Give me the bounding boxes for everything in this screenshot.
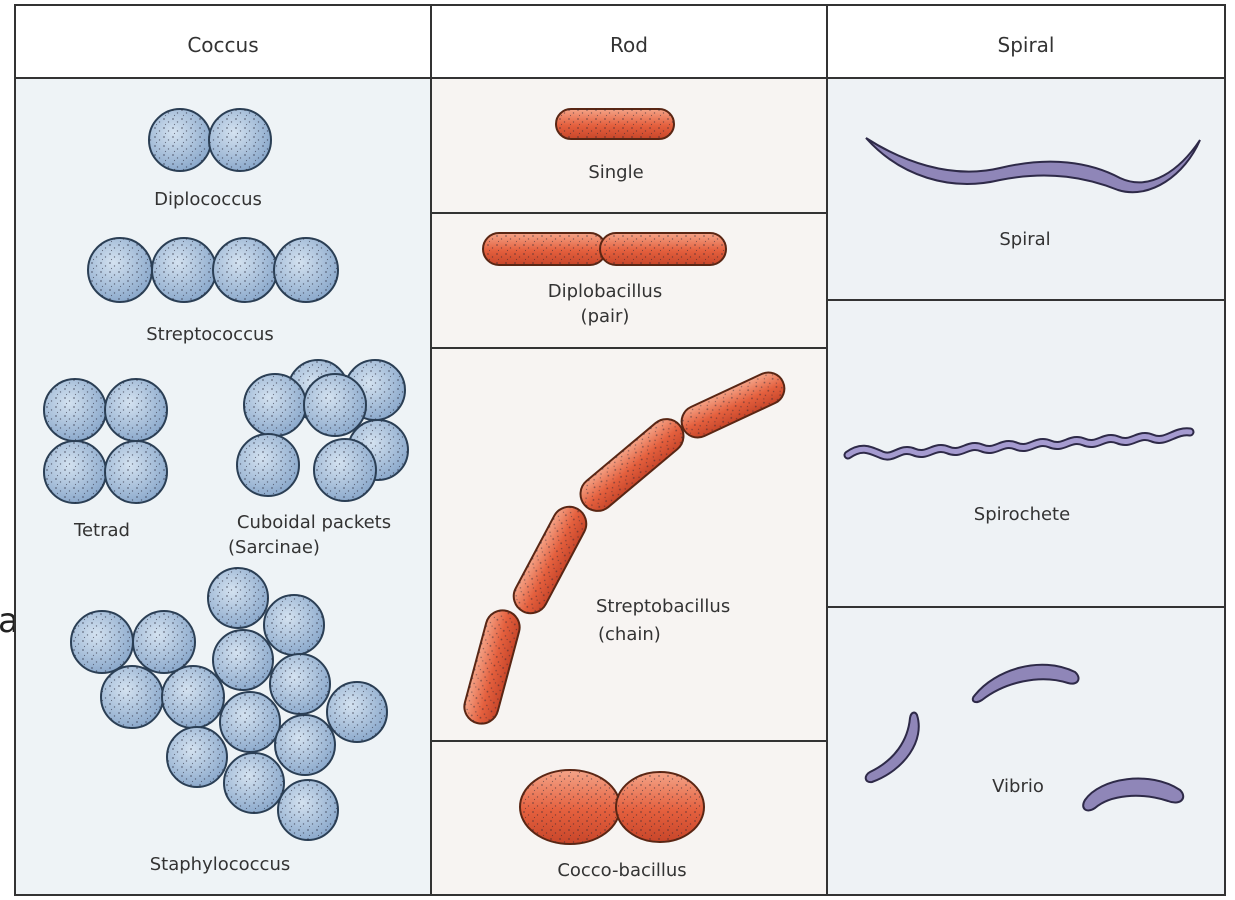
label-diplococcus: Diplococcus bbox=[154, 189, 262, 210]
label-spirochete: Spirochete bbox=[974, 504, 1070, 525]
sarcinae-illustration bbox=[237, 360, 408, 501]
label-cuboidal-packets: Cuboidal packets bbox=[237, 512, 391, 533]
label-streptococcus: Streptococcus bbox=[146, 324, 274, 345]
label-spiral: Spiral bbox=[999, 229, 1050, 250]
label-single: Single bbox=[588, 162, 643, 183]
label-sarcinae: (Sarcinae) bbox=[228, 537, 320, 558]
diplobacillus-illustration bbox=[483, 233, 726, 265]
header-rod: Rod bbox=[610, 33, 648, 57]
single-rod-illustration bbox=[556, 109, 674, 139]
label-streptobacillus: Streptobacillus bbox=[596, 596, 730, 617]
header-spiral: Spiral bbox=[998, 33, 1055, 57]
label-pair: (pair) bbox=[581, 306, 630, 327]
label-tetrad: Tetrad bbox=[73, 520, 130, 541]
label-chain: (chain) bbox=[598, 624, 661, 645]
label-diplobacillus: Diplobacillus bbox=[548, 281, 662, 302]
header-coccus: Coccus bbox=[187, 33, 258, 57]
label-cocco-bacillus: Cocco-bacillus bbox=[557, 860, 686, 881]
label-staphylococcus: Staphylococcus bbox=[150, 854, 291, 875]
label-vibrio: Vibrio bbox=[992, 776, 1044, 797]
